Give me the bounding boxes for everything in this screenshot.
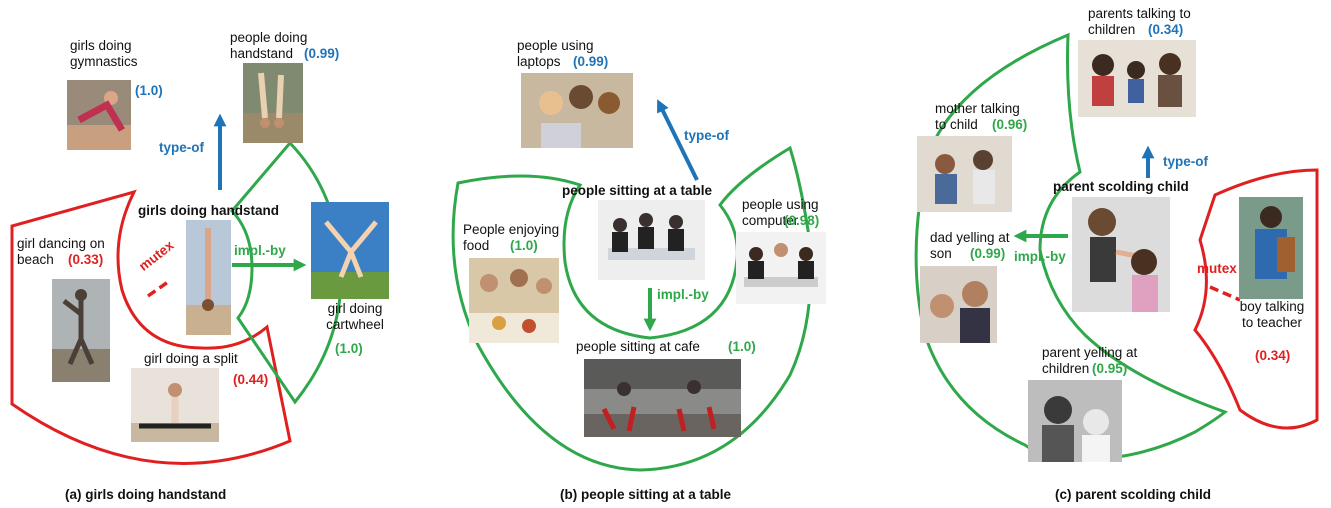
panel-c-implied-by-label: impl.-by [1014, 249, 1066, 264]
photo-parent-scolding [1072, 197, 1170, 312]
panel-b-center-label: people sitting at a table [562, 183, 713, 198]
panel-a-node-cartwheel-label: girl doing cartwheel [326, 301, 384, 332]
photo-parent-yelling [1028, 380, 1122, 462]
panel-c-center-label: parent scolding child [1053, 179, 1189, 194]
photo-mother-child [917, 136, 1012, 212]
panel-c-node-dad-label: dad yelling at son [930, 230, 1010, 261]
panel-a-node-dancing-score: (0.33) [68, 252, 104, 267]
panel-a-mutex-region [10, 189, 292, 465]
photo-dancing-beach [52, 279, 110, 382]
photo-girl-handstand [186, 220, 231, 335]
panel-c-node-parents-talking-label: parents talking to children [1088, 6, 1191, 37]
panel-a-center-label: girls doing handstand [138, 203, 279, 218]
panel-a-node-handstand-people-score: (0.99) [304, 46, 340, 61]
panel-c-node-parent-yelling-score: (0.95) [1092, 361, 1128, 376]
panel-a-node-dancing-label: girl dancing on beach [17, 236, 105, 267]
panel-b-node-food-score: (1.0) [510, 238, 538, 253]
panel-a-caption: (a) girls doing handstand [65, 487, 227, 502]
photo-using-computer [736, 232, 826, 304]
panel-c-node-mother-score: (0.96) [992, 117, 1028, 132]
panel-c-mutex-region [1193, 168, 1319, 430]
panel-a-mutex-line [146, 280, 170, 298]
panel-c-node-boy-teacher-score: (0.34) [1255, 348, 1291, 363]
panel-c-type-of-label: type-of [1163, 154, 1208, 169]
panel-c-node-parent-yelling-label: parent yelling at children [1042, 345, 1138, 376]
panel-a-node-cartwheel-score: (1.0) [335, 341, 363, 356]
panel-a-node-handstand-people-label: people doing handstand [230, 30, 308, 61]
panel-c-node-dad-score: (0.99) [970, 246, 1006, 261]
photo-cartwheel [311, 202, 389, 299]
panel-a-node-split-label: girl doing a split [144, 351, 238, 366]
panel-b-caption: (b) people sitting at a table [560, 487, 732, 502]
photo-split [131, 368, 219, 442]
panel-b-node-computer-label: people using computer [742, 197, 819, 228]
panel-c-mutex-line [1209, 285, 1241, 302]
panel-a-type-of-label: type-of [159, 140, 204, 155]
photo-dad-son [920, 266, 997, 343]
panel-c-mutex-label: mutex [1197, 261, 1237, 276]
panel-b-implied-by-label: impl.-by [657, 287, 709, 302]
panel-c-node-mother-label: mother talking to child [935, 101, 1020, 132]
panel-a-node-gymnastics-label: girls doing gymnastics [70, 38, 138, 69]
panel-b-node-cafe-score: (1.0) [728, 339, 756, 354]
photo-laptops [521, 73, 633, 148]
panel-c-node-parents-talking-score: (0.34) [1148, 22, 1184, 37]
panel-a-node-split-score: (0.44) [233, 372, 269, 387]
panel-b-node-laptops-label: people using laptops [517, 38, 594, 69]
photo-handstand-people [243, 63, 303, 143]
panel-a-node-gymnastics-score: (1.0) [135, 83, 163, 98]
photo-boy-teacher [1239, 197, 1303, 299]
panel-b-node-computer-score: (0.98) [784, 213, 820, 228]
photo-enjoying-food [469, 258, 559, 343]
panel-b-node-cafe-label: people sitting at cafe [576, 339, 700, 354]
panel-c-node-boy-teacher-label: boy talking to teacher [1239, 299, 1305, 330]
panel-c-caption: (c) parent scolding child [1055, 487, 1212, 502]
panel-b-node-laptops-score: (0.99) [573, 54, 609, 69]
panel-b-implied-region [451, 145, 813, 472]
panel-a-implied-by-label: impl.-by [234, 243, 286, 258]
panel-b-type-of-arrow [657, 99, 699, 181]
photo-gymnastics [67, 80, 131, 150]
photo-meeting-table [598, 200, 705, 280]
photo-parents-talking [1078, 40, 1196, 117]
photo-cafe [584, 359, 741, 437]
panel-b-node-food-label: People enjoying food [463, 222, 560, 253]
panel-b-type-of-label: type-of [684, 128, 729, 143]
